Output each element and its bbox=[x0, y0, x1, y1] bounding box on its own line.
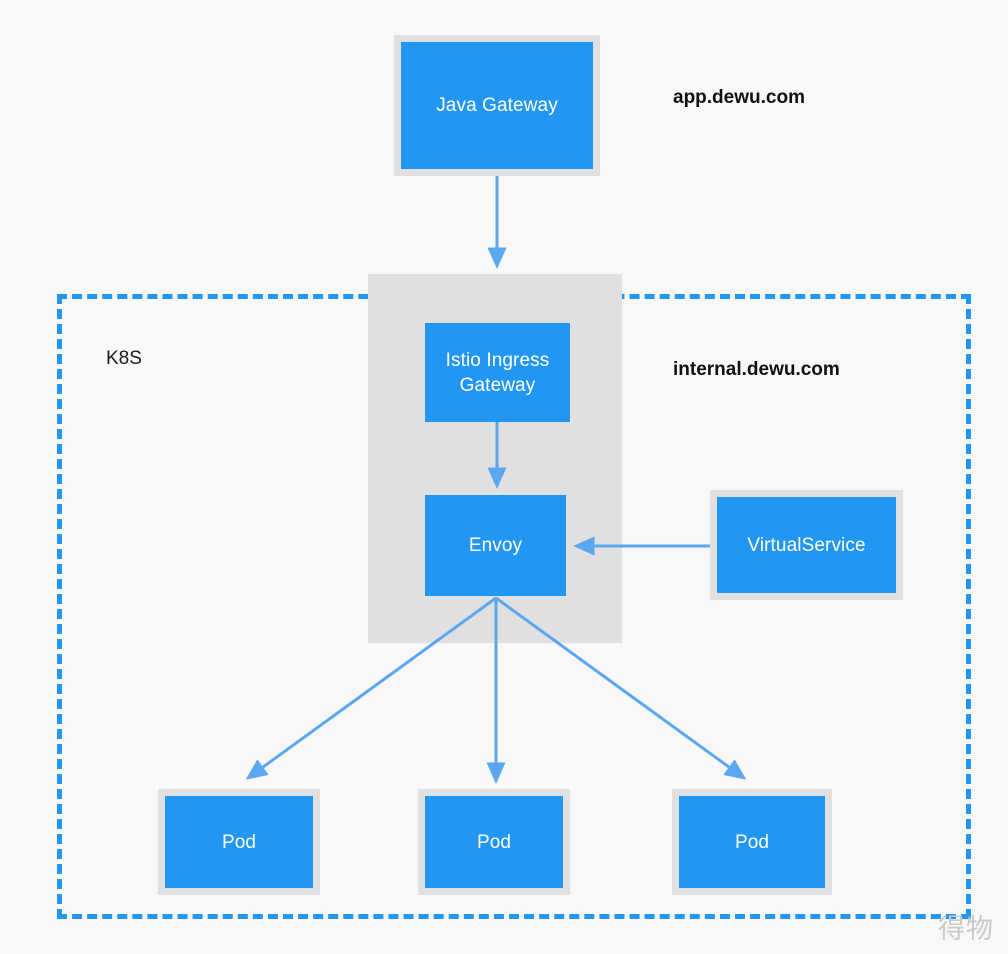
node-pod-2[interactable]: Pod bbox=[418, 789, 570, 895]
annotation-internal-domain: internal.dewu.com bbox=[673, 359, 840, 380]
node-pod-3[interactable]: Pod bbox=[672, 789, 832, 895]
node-istio-ingress-gateway[interactable]: Istio Ingress Gateway bbox=[425, 323, 570, 422]
node-envoy[interactable]: Envoy bbox=[425, 495, 566, 596]
node-virtualservice-label: VirtualService bbox=[747, 534, 866, 556]
node-pod-2-label: Pod bbox=[476, 831, 512, 853]
node-pod-1[interactable]: Pod bbox=[158, 789, 320, 895]
annotation-app-domain: app.dewu.com bbox=[673, 87, 805, 108]
node-pod-1-label: Pod bbox=[221, 831, 257, 853]
node-java-gateway-label: Java Gateway bbox=[436, 95, 558, 116]
watermark: 得物 bbox=[938, 914, 994, 945]
node-java-gateway[interactable]: Java Gateway bbox=[394, 35, 600, 176]
node-pod-3-label: Pod bbox=[734, 831, 770, 853]
node-virtualservice[interactable]: VirtualService bbox=[710, 490, 903, 600]
node-istio-ingress-gateway-label: Istio Ingress Gateway bbox=[445, 349, 550, 396]
k8s-cluster-label: K8S bbox=[106, 348, 142, 369]
node-envoy-label: Envoy bbox=[468, 535, 523, 556]
